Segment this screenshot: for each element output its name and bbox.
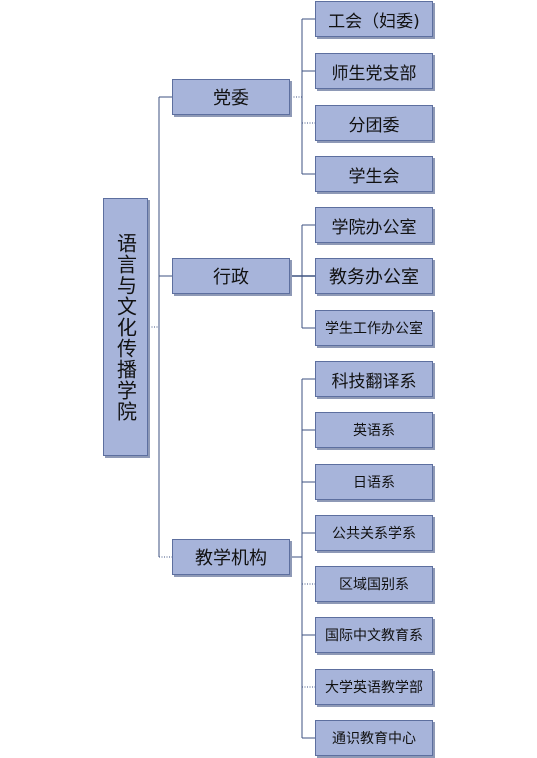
branch-node-dangwei: 党委 xyxy=(172,79,290,115)
leaf-node-quyu-guobie-xi: 区域国别系 xyxy=(315,566,433,602)
leaf-node-guoji-zhongwen-jiaoyu-xi: 国际中文教育系 xyxy=(315,617,433,653)
branch-node-xingzheng: 行政 xyxy=(172,258,290,294)
leaf-node-gonggong-guanxi-xuexi: 公共关系学系 xyxy=(315,515,433,551)
leaf-node-shisheng-dangzhibu: 师生党支部 xyxy=(315,53,433,89)
leaf-node-xuesheng-gongzuo-bangongshi: 学生工作办公室 xyxy=(315,310,433,346)
leaf-node-gonghui: 工会（妇委) xyxy=(315,1,433,37)
leaf-node-daxue-yingyu-jiaoxuebu: 大学英语教学部 xyxy=(315,669,433,705)
root-node: 语言与文化传播学院 xyxy=(103,198,148,456)
leaf-node-xueshenghui: 学生会 xyxy=(315,156,433,192)
branch-node-jiaoxue: 教学机构 xyxy=(172,539,290,575)
leaf-node-riyu-xi: 日语系 xyxy=(315,464,433,500)
leaf-node-keji-fanyi-xi: 科技翻译系 xyxy=(315,361,433,397)
leaf-node-yingyu-xi: 英语系 xyxy=(315,412,433,448)
leaf-node-tongshi-jiaoyu-zhongxin: 通识教育中心 xyxy=(315,720,433,756)
leaf-node-fentuanwei: 分团委 xyxy=(315,105,433,141)
leaf-node-jiaowu-bangongshi: 教务办公室 xyxy=(315,258,433,294)
leaf-node-xueyuan-bangongshi: 学院办公室 xyxy=(315,207,433,243)
